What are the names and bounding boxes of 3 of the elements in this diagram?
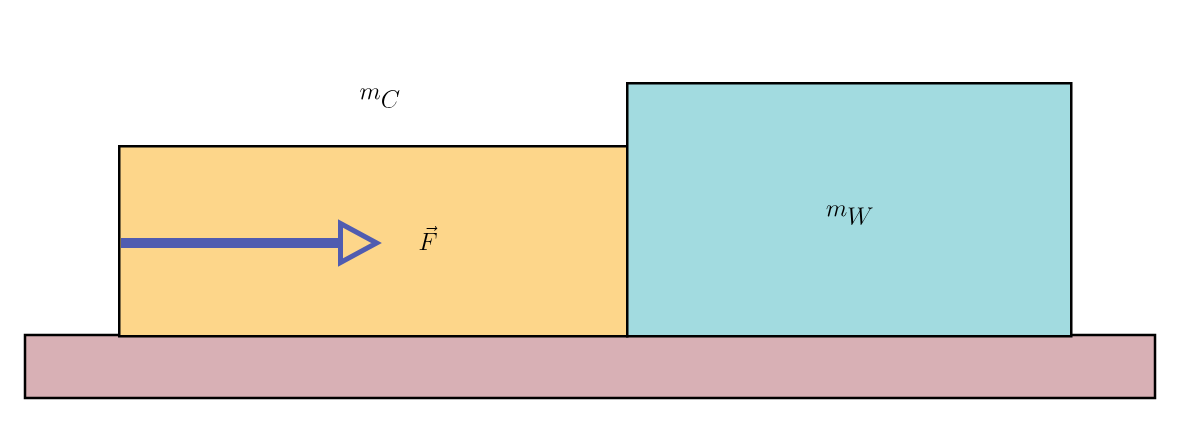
block-box: $m_W$ [626,82,1073,338]
force-label: $\vec{F}$ [419,226,438,250]
node-label: $m_C$ [360,88,400,109]
